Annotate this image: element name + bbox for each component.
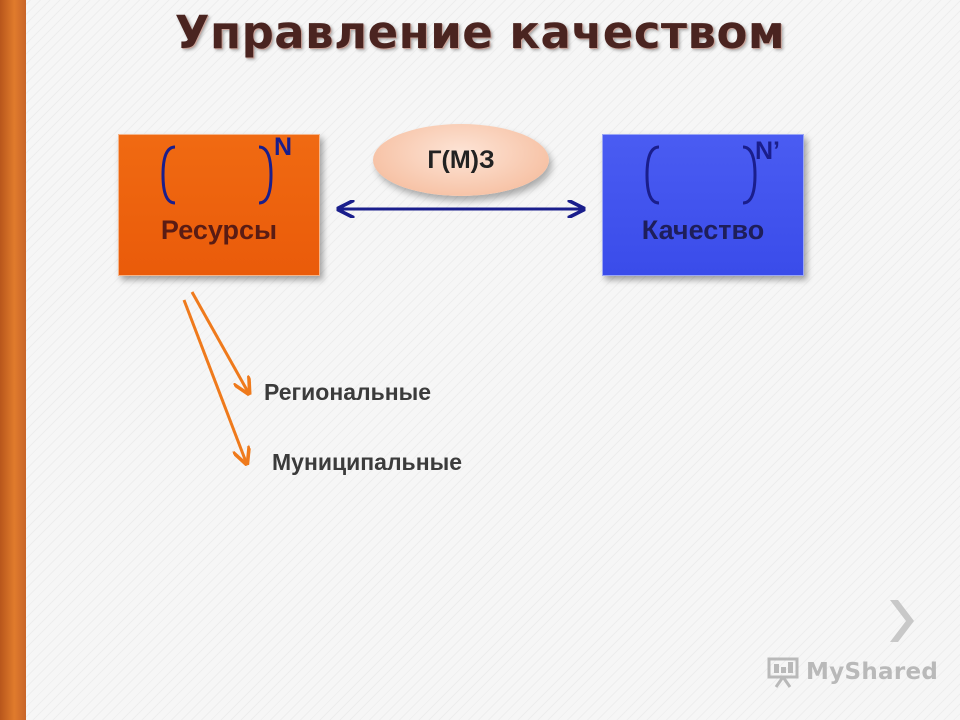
quality-superscript: N’ [755, 137, 780, 165]
connector-label: Г(М)З [373, 124, 549, 196]
watermark-text: MyShared [806, 659, 939, 685]
arrow-to-regional [190, 291, 248, 392]
left-accent-stripe [0, 0, 26, 720]
bracket-icon [645, 145, 757, 205]
quality-label: Качество [641, 215, 765, 245]
branch-municipal: Муниципальные [272, 449, 463, 475]
branch-regional: Региональные [264, 379, 432, 405]
resources-superscript: N [274, 133, 293, 161]
resources-label: Ресурсы [160, 215, 278, 245]
chevron-right-icon[interactable] [886, 598, 916, 644]
slide-title: Управление качеством [174, 6, 786, 59]
arrow-to-municipal [182, 299, 246, 462]
bracket-icon [161, 145, 273, 205]
resources-box: N Ресурсы [118, 133, 320, 276]
presentation-icon [767, 657, 799, 688]
quality-box: N’ Качество [602, 134, 804, 276]
watermark-logo: MyShared [766, 656, 938, 688]
